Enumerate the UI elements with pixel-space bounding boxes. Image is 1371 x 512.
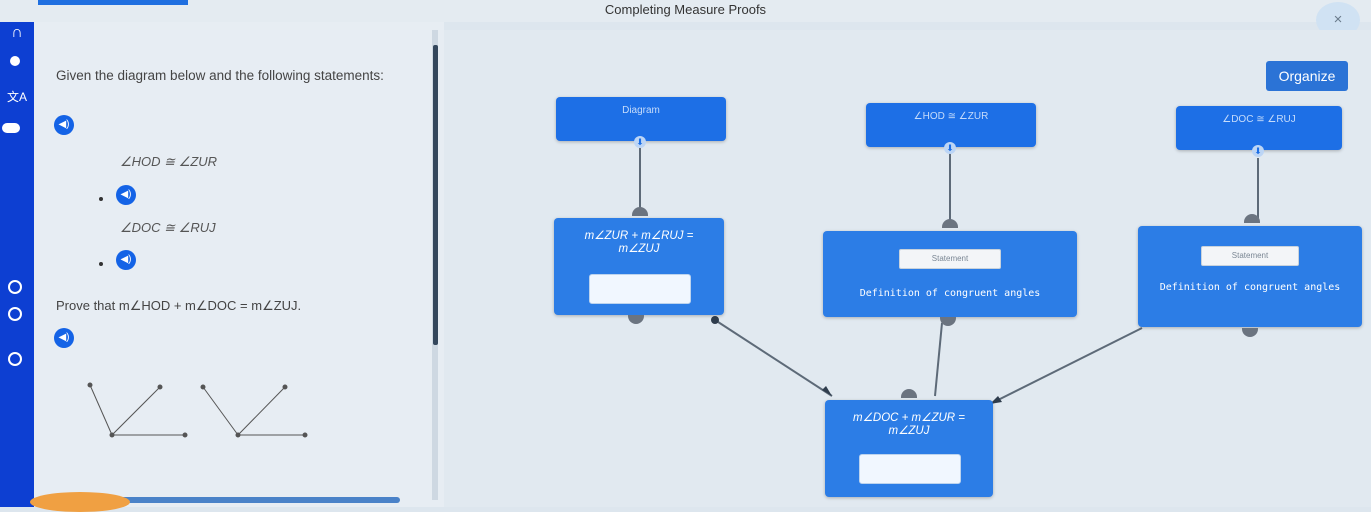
bullet — [99, 197, 103, 201]
speaker-icon[interactable]: ◀) — [54, 328, 74, 348]
arrow-down-icon: ⬇ — [634, 136, 646, 148]
arrow-down-icon: ⬇ — [944, 142, 956, 154]
ring-icon[interactable] — [8, 280, 22, 294]
reason-answer-field[interactable] — [589, 274, 691, 304]
arrow-down-icon: ⬇ — [1252, 145, 1264, 157]
statement-dropdown[interactable]: Statement — [1201, 246, 1299, 266]
prove-statement: Prove that m∠HOD + m∠DOC = m∠ZUJ. — [56, 298, 302, 313]
speaker-icon[interactable]: ◀) — [116, 250, 136, 270]
toggle-icon[interactable] — [2, 123, 20, 133]
ring-icon[interactable] — [8, 307, 22, 321]
headphones-icon[interactable]: ∩ — [11, 24, 23, 41]
connector-port[interactable] — [942, 219, 958, 228]
proof-node-diagram[interactable]: Diagram — [556, 97, 726, 141]
connector-port[interactable] — [1242, 328, 1258, 337]
connector-port[interactable] — [901, 389, 917, 398]
organize-button[interactable]: Organize — [1266, 61, 1348, 91]
speaker-icon[interactable]: ◀) — [116, 185, 136, 205]
connector-port[interactable] — [1244, 214, 1260, 223]
top-accent-bar — [38, 0, 188, 5]
connector-port[interactable] — [628, 315, 644, 324]
given-statement-2: ∠DOC ≅ ∠RUJ — [120, 220, 216, 235]
reason-answer-field[interactable] — [859, 454, 961, 484]
title-bar: Completing Measure Proofs — [0, 0, 1371, 22]
speaker-icon[interactable]: ◀) — [54, 115, 74, 135]
ring-icon[interactable] — [8, 352, 22, 366]
proof-node-given-2[interactable]: ∠DOC ≅ ∠RUJ — [1176, 106, 1342, 150]
horizontal-scrollbar[interactable] — [40, 497, 400, 503]
proof-node-given-1[interactable]: ∠HOD ≅ ∠ZUR — [866, 103, 1036, 147]
connector-port[interactable] — [632, 207, 648, 216]
connector-port[interactable] — [940, 317, 956, 326]
problem-intro: Given the diagram below and the followin… — [56, 68, 384, 83]
window-title: Completing Measure Proofs — [604, 2, 767, 17]
orange-corner-element — [30, 492, 130, 512]
given-statement-1: ∠HOD ≅ ∠ZUR — [120, 154, 218, 169]
angle-diagram — [87, 382, 308, 438]
left-rail: ∩ 文A — [0, 0, 34, 507]
bullet — [99, 262, 103, 266]
translate-icon[interactable]: 文A — [6, 90, 27, 104]
rail-dot-icon[interactable] — [10, 56, 20, 66]
vertical-scrollbar-thumb[interactable] — [433, 45, 438, 345]
statement-dropdown[interactable]: Statement — [899, 249, 1001, 269]
proof-node-congruent-1[interactable]: Definition of congruent angles — [823, 231, 1077, 317]
proof-node-congruent-2[interactable]: Definition of congruent angles — [1138, 226, 1362, 327]
